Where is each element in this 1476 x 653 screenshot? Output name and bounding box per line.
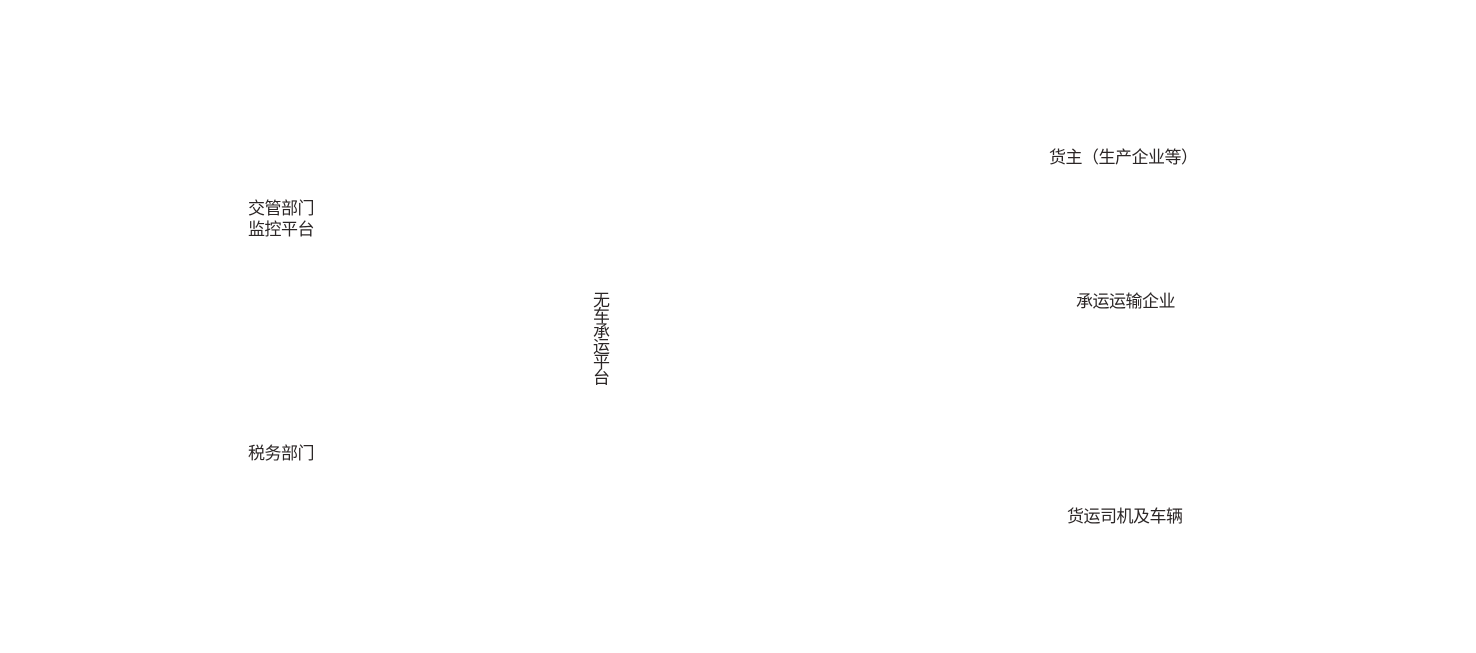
node-traffic-monitoring-line2: 监控平台 bbox=[248, 220, 315, 240]
node-traffic-monitoring-line1: 交管部门 bbox=[248, 199, 315, 219]
node-tax-department: 税务部门 bbox=[248, 444, 315, 464]
node-shipper: 货主（生产企业等） bbox=[1049, 148, 1198, 168]
node-carrier-enterprise: 承运运输企业 bbox=[1076, 292, 1176, 312]
node-no-truck-platform: 无车承运平台 bbox=[589, 291, 609, 384]
node-traffic-monitoring: 交管部门 监控平台 bbox=[248, 199, 315, 241]
node-driver-vehicle: 货运司机及车辆 bbox=[1067, 507, 1183, 527]
